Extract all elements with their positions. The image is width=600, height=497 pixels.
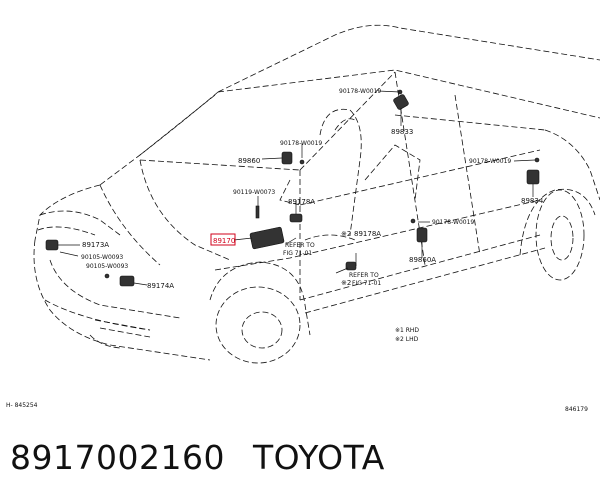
legend-rhd: ※1 RHD	[395, 327, 419, 334]
car-outline	[33, 24, 600, 364]
label-90105-w0093-1: 90105-W0093	[81, 254, 123, 261]
part-labels: 90178-W0019 89833 90178-W0019 89860 9011…	[6, 88, 588, 413]
refer-to-2: REFER TO	[349, 272, 379, 279]
drawing-code-left: H- 845254	[6, 402, 38, 409]
refer-to-1: REFER TO	[285, 242, 315, 249]
mark-2-upper: ※2	[341, 230, 351, 238]
refer-fig-1: FIG 71-01	[283, 250, 312, 257]
caption: 8917002160 TOYOTA	[10, 432, 385, 482]
label-89860a: 89860A	[409, 256, 436, 264]
label-90119-w0073: 90119-W0073	[233, 189, 275, 196]
label-89174a: 89174A	[147, 282, 174, 290]
label-89178a-upper: 89178A	[288, 198, 315, 206]
refer-fig-2: FIG 71-01	[352, 280, 381, 287]
label-89860: 89860	[238, 157, 260, 165]
label-89833: 89833	[391, 128, 413, 136]
label-89834: 89834	[521, 197, 544, 205]
label-89173a: 89173A	[82, 241, 109, 249]
sensor-parts	[45, 89, 540, 287]
highlight-box-89170	[210, 233, 236, 246]
brand-name: TOYOTA	[252, 437, 385, 477]
leader-lines	[58, 90, 536, 286]
label-90178-w0019-right: 90178-W0019	[432, 219, 474, 226]
label-90178-w0019-top: 90178-W0019	[339, 88, 381, 95]
drawing-code-right: 846179	[565, 406, 588, 413]
label-90105-w0093-2: 90105-W0093	[86, 263, 128, 270]
part-number: 8917002160	[10, 437, 225, 477]
label-89170: 89170	[213, 237, 235, 245]
car-parts-diagram: 90178-W0019 89833 90178-W0019 89860 9011…	[6, 24, 600, 413]
mark-2-lower: ※2	[341, 279, 351, 287]
label-89178a-lower: 89178A	[354, 230, 381, 238]
label-90178-w0019-mid: 90178-W0019	[280, 140, 322, 147]
label-90178-w0019-rear: 90178-W0019	[469, 158, 511, 165]
legend-lhd: ※2 LHD	[395, 336, 419, 343]
